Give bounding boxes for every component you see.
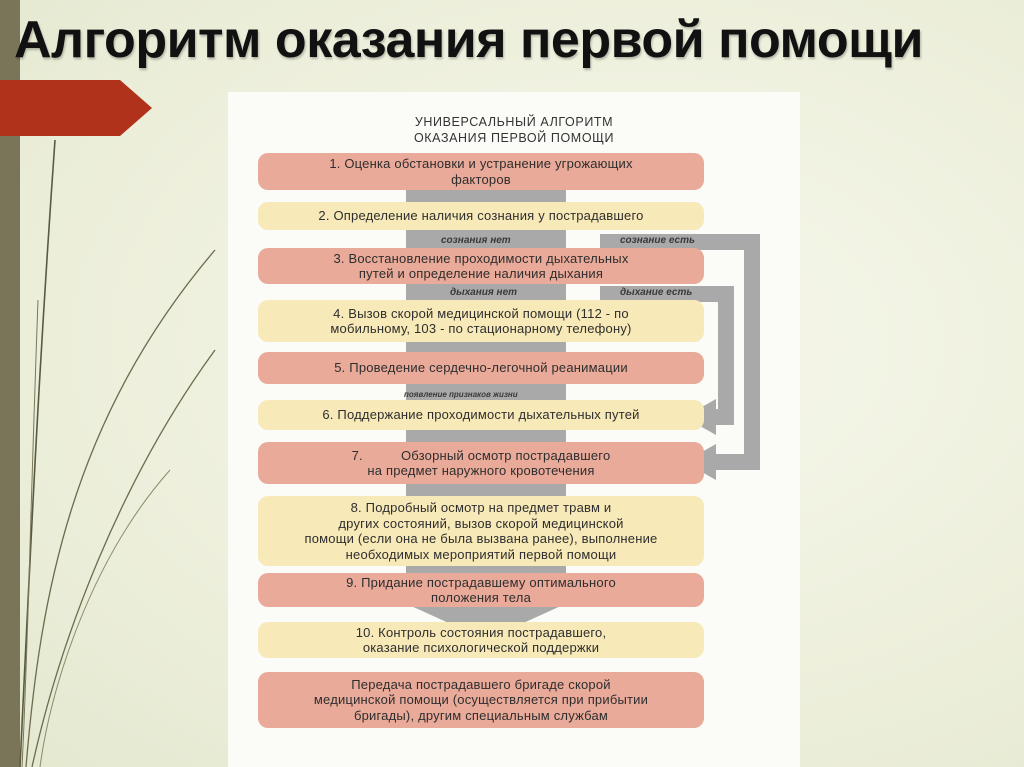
- label-consciousness-no: сознания нет: [441, 235, 511, 246]
- step-2-line-1: 2. Определение наличия сознания у постра…: [318, 208, 643, 224]
- step-8-box: 8. Подробный осмотр на предмет травм и д…: [258, 496, 704, 566]
- step-4-line-2: мобильному, 103 - по стационарному телеф…: [330, 321, 631, 337]
- diagram-heading-line-1: УНИВЕРСАЛЬНЫЙ АЛГОРИТМ: [228, 114, 800, 130]
- handover-line-3: бригады), другим специальным службам: [314, 708, 648, 724]
- handover-line-2: медицинской помощи (осуществляется при п…: [314, 692, 648, 708]
- step-8-line-3: помощи (если она не была вызвана ранее),…: [305, 531, 658, 547]
- step-7-line-1: 7. Обзорный осмотр пострадавшего: [352, 448, 611, 464]
- label-signs-of-life: появление признаков жизни: [404, 390, 518, 399]
- step-9-line-1: 9. Придание пострадавшему оптимального: [346, 575, 616, 591]
- diagram-heading-line-2: ОКАЗАНИЯ ПЕРВОЙ ПОМОЩИ: [228, 130, 800, 146]
- step-8-line-2: других состояний, вызов скорой медицинск…: [305, 516, 658, 532]
- step-6-box: 6. Поддержание проходимости дыхательных …: [258, 400, 704, 430]
- title-banner-arrow: [0, 80, 152, 136]
- step-7-line-2: на предмет наружного кровотечения: [352, 463, 611, 479]
- step-3-box: 3. Восстановление проходимости дыхательн…: [258, 248, 704, 284]
- step-10-box: 10. Контроль состояния пострадавшего, ок…: [258, 622, 704, 658]
- algorithm-diagram: УНИВЕРСАЛЬНЫЙ АЛГОРИТМ ОКАЗАНИЯ ПЕРВОЙ П…: [228, 92, 800, 767]
- label-breathing-no: дыхания нет: [450, 287, 517, 298]
- step-4-line-1: 4. Вызов скорой медицинской помощи (112 …: [330, 306, 631, 322]
- step-10-line-1: 10. Контроль состояния пострадавшего,: [356, 625, 607, 641]
- step-1-box: 1. Оценка обстановки и устранение угрожа…: [258, 153, 704, 190]
- label-breathing-yes: дыхание есть: [620, 287, 692, 298]
- step-3-line-1: 3. Восстановление проходимости дыхательн…: [333, 251, 628, 267]
- step-2-box: 2. Определение наличия сознания у постра…: [258, 202, 704, 230]
- step-4-box: 4. Вызов скорой медицинской помощи (112 …: [258, 300, 704, 342]
- step-5-line-1: 5. Проведение сердечно-легочной реанимац…: [334, 360, 628, 376]
- step-9-box: 9. Придание пострадавшему оптимального п…: [258, 573, 704, 607]
- step-8-line-4: необходимых мероприятий первой помощи: [305, 547, 658, 563]
- step-5-box: 5. Проведение сердечно-легочной реанимац…: [258, 352, 704, 384]
- slide-title: Алгоритм оказания первой помощи: [14, 14, 923, 66]
- handover-box: Передача пострадавшего бригаде скорой ме…: [258, 672, 704, 728]
- step-10-line-2: оказание психологической поддержки: [356, 640, 607, 656]
- step-1-line-1: 1. Оценка обстановки и устранение угрожа…: [329, 156, 632, 172]
- handover-line-1: Передача пострадавшего бригаде скорой: [314, 677, 648, 693]
- step-1-line-2: факторов: [329, 172, 632, 188]
- step-8-line-1: 8. Подробный осмотр на предмет травм и: [305, 500, 658, 516]
- label-consciousness-yes: сознание есть: [620, 235, 695, 246]
- step-7-box: 7. Обзорный осмотр пострадавшего на пред…: [258, 442, 704, 484]
- step-3-line-2: путей и определение наличия дыхания: [333, 266, 628, 282]
- step-6-line-1: 6. Поддержание проходимости дыхательных …: [322, 407, 639, 423]
- step-9-line-2: положения тела: [346, 590, 616, 606]
